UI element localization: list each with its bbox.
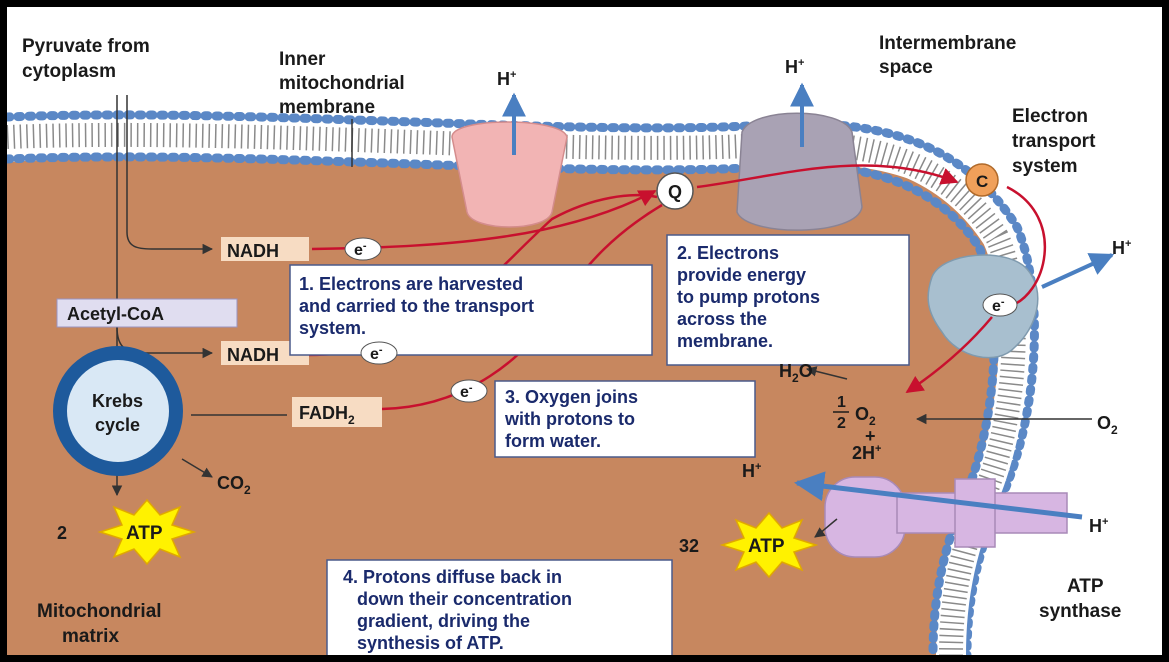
- complex-1: [452, 122, 567, 227]
- atp-label-krebs: ATP: [126, 523, 163, 544]
- krebs-cycle-ring: [60, 353, 176, 469]
- ets-label: Electron transport system: [1012, 106, 1101, 177]
- h-plus-5: H+: [1089, 516, 1108, 536]
- atp-synthase-label: ATP synthase: [1039, 576, 1121, 622]
- intermembrane-label: Intermembrane space: [879, 33, 1022, 78]
- pyruvate-label: Pyruvate from cytoplasm: [22, 36, 155, 82]
- atp-count-synthase: 32: [679, 536, 699, 556]
- acetyl-coa-label: Acetyl-CoA: [67, 304, 164, 324]
- c-label: C: [976, 172, 988, 191]
- electron-transport-diagram: Pyruvate from cytoplasm Inner mitochondr…: [7, 7, 1162, 655]
- atp-label-synthase: ATP: [748, 536, 785, 557]
- h-plus-3: H+: [1112, 238, 1131, 258]
- half-numerator: 1: [837, 394, 846, 411]
- nadh-label-1: NADH: [227, 241, 279, 261]
- atp-count-krebs: 2: [57, 523, 67, 543]
- h-plus-1: H+: [497, 69, 516, 89]
- inner-membrane-label: Inner mitochondrial membrane: [279, 49, 410, 118]
- nadh-label-2: NADH: [227, 345, 279, 365]
- half-denominator: 2: [837, 415, 846, 432]
- h-plus-2: H+: [785, 57, 804, 77]
- q-label: Q: [668, 182, 682, 202]
- o2-input-label: O2: [1097, 413, 1118, 437]
